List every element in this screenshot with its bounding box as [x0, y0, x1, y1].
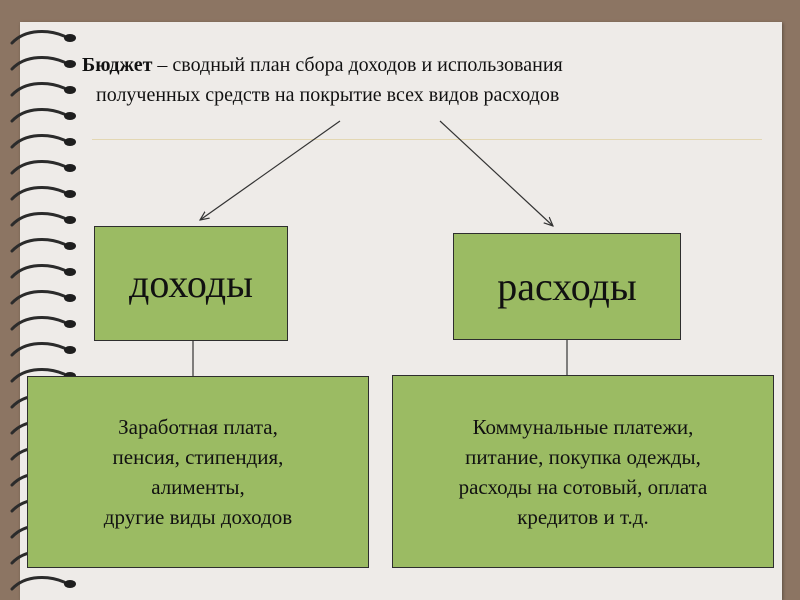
income-box: доходы [94, 226, 288, 341]
income-details: Заработная плата, пенсия, стипендия, али… [104, 412, 292, 532]
expenses-title: расходы [497, 263, 637, 310]
income-details-box: Заработная плата, пенсия, стипендия, али… [27, 376, 369, 568]
arrow-to-expenses [440, 121, 553, 226]
income-title: доходы [129, 260, 253, 307]
arrow-to-income [200, 121, 340, 220]
expenses-details: Коммунальные платежи, питание, покупка о… [459, 412, 708, 532]
expenses-box: расходы [453, 233, 681, 340]
expenses-details-box: Коммунальные платежи, питание, покупка о… [392, 375, 774, 568]
